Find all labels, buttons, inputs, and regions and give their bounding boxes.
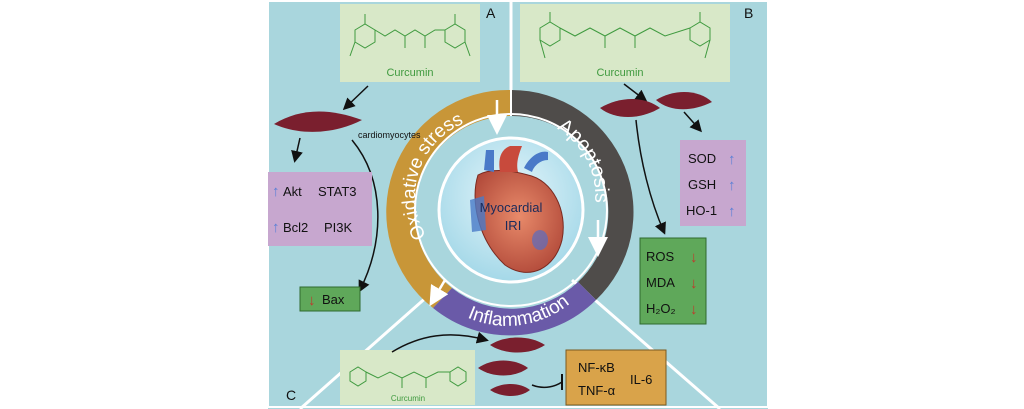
inflammation-arrow-icon [429,279,449,307]
center-label-line1: Myocardial [480,200,543,215]
mda-label: MDA [646,275,675,290]
cell-icon [478,360,528,376]
up-arrow-icon: ↑ [728,151,736,168]
stat3-label: STAT3 [318,184,357,199]
arrow-curcumin-to-cell-b [623,83,648,102]
up-arrow-icon: ↑ [272,219,280,236]
oxidant-box [639,237,707,325]
curcumin-label-b: Curcumin [596,67,643,79]
bax-label: Bax [322,292,345,307]
up-arrow-icon: ↑ [272,183,280,200]
up-arrow-icon: ↑ [728,203,736,220]
heart-icon [470,146,564,273]
gsh-label: GSH [688,177,716,192]
panel-b: Curcumin SOD ↑ GSH ↑ HO-1 ↑ ROS ↓ MDA ↓ … [520,4,746,325]
sod-label: SOD [688,151,716,166]
arrow-cell-to-pathway [291,137,303,163]
panel-a: Curcumin cardiomyocytes ↑ Akt STAT3 ↑ Bc… [268,4,480,312]
panel-letter-b: B [744,5,753,21]
divider-bc [571,278,721,409]
down-arrow-icon: ↓ [308,292,316,309]
bax-box [299,286,361,312]
cytokine-box [565,349,667,406]
bcl2-label: Bcl2 [283,220,308,235]
up-arrow-icon: ↑ [728,177,736,194]
akt-label: Akt [283,184,302,199]
down-arrow-icon: ↓ [690,249,698,266]
curcumin-structure-c [340,350,475,405]
curcumin-molecule-icon [349,366,467,388]
ring-segment-oxidative [386,89,511,308]
down-arrow-icon: ↓ [690,275,698,292]
cardiomyocytes-label: cardiomyocytes [358,130,421,140]
antioxidant-box [680,140,746,226]
cell-icon [600,99,660,117]
nfkb-label: NF-κB [578,360,615,375]
ho1-label: HO-1 [686,203,717,218]
pi3k-label: PI3K [324,220,353,235]
inhibition-line [531,381,563,389]
center-label-line2: IRI [505,218,522,233]
panel-letter-a: A [486,5,496,21]
il6-label: IL-6 [630,372,652,387]
h2o2-label: H₂O₂ [646,301,676,316]
curcumin-structure-a [340,4,480,82]
ring-segment-inflammation [433,282,596,336]
arrow-curcumin-to-cells-c [391,331,489,353]
arrow-cell-to-antioxidants [683,111,702,133]
down-arrow-icon: ↓ [690,301,698,318]
tnfa-label: TNF-α [578,383,616,398]
cardiomyocyte-cell-icon [274,111,362,132]
curcumin-label-a: Curcumin [386,67,433,79]
curcumin-molecule-icon [349,14,471,57]
curcumin-molecule-icon [539,12,711,59]
arrow-curcumin-to-cell-a [342,85,369,111]
arrow-cell-to-bax [351,139,379,293]
divider-ac [299,278,447,409]
ros-label: ROS [646,249,675,264]
panel-c: Curcumin NF-κB TNF-α IL-6 [340,331,667,406]
pathway-box-a [268,172,372,246]
curcumin-label-c: Curcumin [391,394,425,403]
panel-letter-c: C [286,387,296,403]
cell-icon [656,91,712,110]
cell-icon [490,337,545,353]
arrow-cell-to-oxidants [635,119,666,235]
cell-icon [490,384,530,396]
